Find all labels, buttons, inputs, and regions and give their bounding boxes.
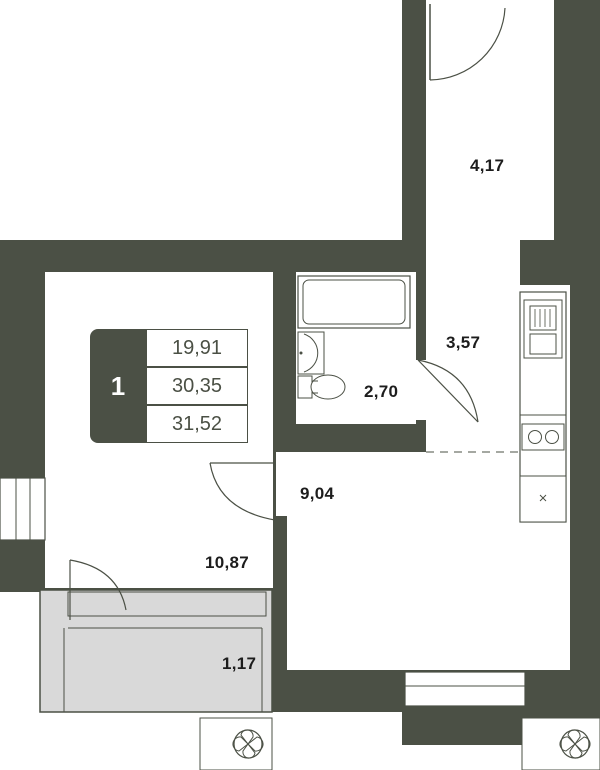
balcony-frame [39, 589, 273, 713]
sink-icon [297, 331, 325, 375]
kitchen-lower-floor [320, 590, 520, 670]
room-area-corridor: 3,57 [446, 333, 481, 352]
room-area-living-room: 10,87 [205, 553, 250, 572]
fridge [519, 475, 567, 523]
room-area-bathroom: 2,70 [364, 382, 399, 401]
balcony-sill [67, 591, 267, 617]
room-area-balcony: 1,17 [222, 654, 257, 673]
ventilation-fan-icon [521, 717, 600, 770]
bathroom-door-leaf [417, 359, 479, 423]
ventilation-fan-icon [199, 717, 273, 770]
entrance-doorway [426, 0, 510, 4]
fridge-mark-2 [539, 494, 547, 502]
top-left-outside [0, 0, 402, 240]
total-with-balcony-value: 31,52 [146, 405, 248, 443]
bathtub-icon [297, 275, 411, 329]
bathroom-door-swing [417, 359, 479, 423]
room-area-hallway: 4,17 [470, 156, 505, 175]
rooms-count-badge: 1 [90, 329, 146, 443]
stove-icon [521, 423, 565, 451]
window-living-left [0, 477, 46, 541]
kitchen-door-swing [209, 462, 276, 521]
entrance-door-swing [429, 7, 506, 81]
toilet-icon [297, 374, 346, 400]
apartment-info-card: 1 19,91 30,35 31,52 [90, 329, 248, 443]
window-kitchen-bottom [404, 671, 526, 707]
living-area-value: 19,91 [146, 329, 248, 367]
kitchen-sink-icon [523, 299, 563, 359]
room-area-kitchen: 9,04 [300, 484, 335, 503]
bathroom-doorway [414, 360, 428, 420]
balcony-door-swing [69, 559, 127, 611]
hallway-floor [426, 0, 554, 240]
total-area-value: 30,35 [146, 367, 248, 405]
kitchen-doorway [276, 452, 290, 516]
